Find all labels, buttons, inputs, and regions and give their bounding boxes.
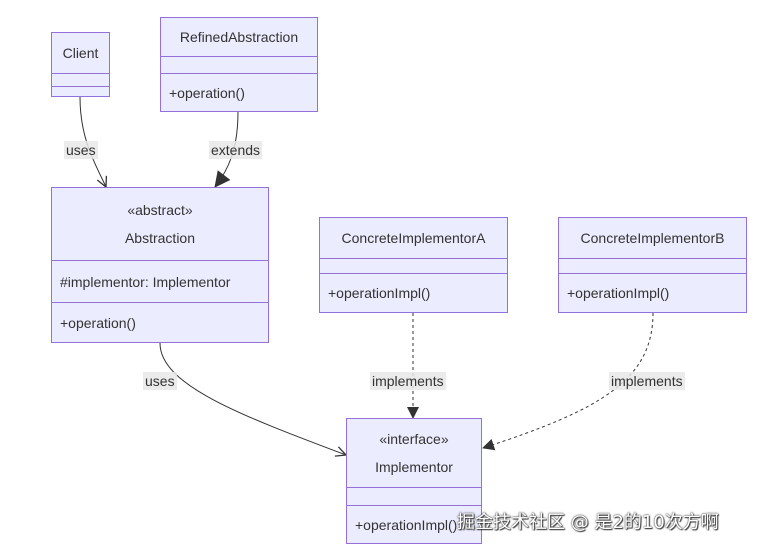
class-refined-abstraction[interactable]: RefinedAbstraction +operation() xyxy=(160,17,318,112)
class-concrete-implementor-b-attributes xyxy=(559,258,746,273)
label-abstraction-uses: uses xyxy=(143,372,177,390)
method-operation-impl: +operationImpl() xyxy=(328,285,431,301)
class-concrete-implementor-a-title: ConcreteImplementorA xyxy=(320,218,507,258)
class-abstraction-methods: +operation() xyxy=(52,302,268,342)
class-concrete-implementor-b-title: ConcreteImplementorB xyxy=(559,218,746,258)
class-client-name: Client xyxy=(62,45,99,61)
class-refined-abstraction-attributes xyxy=(161,56,317,73)
class-concrete-implementor-b[interactable]: ConcreteImplementorB +operationImpl() xyxy=(558,217,747,313)
class-abstraction[interactable]: «abstract» Abstraction #implementor: Imp… xyxy=(51,187,269,343)
class-refined-abstraction-methods: +operation() xyxy=(161,73,317,111)
class-implementor-stereotype: «interface» xyxy=(379,431,449,447)
class-concrete-implementor-a-attributes xyxy=(320,258,507,273)
class-concrete-implementor-a-methods: +operationImpl() xyxy=(320,273,507,312)
method-operation: +operation() xyxy=(169,84,245,101)
class-refined-abstraction-name: RefinedAbstraction xyxy=(179,29,299,45)
method-operation: +operation() xyxy=(60,314,136,331)
class-concrete-implementor-b-methods: +operationImpl() xyxy=(559,273,746,312)
class-abstraction-stereotype: «abstract» xyxy=(127,202,193,218)
class-implementor-attributes xyxy=(347,487,481,505)
class-implementor-name: Implementor xyxy=(375,459,453,475)
class-abstraction-name: Abstraction xyxy=(124,230,196,246)
class-client[interactable]: Client xyxy=(51,32,110,97)
class-concrete-implementor-b-name: ConcreteImplementorB xyxy=(580,230,725,246)
class-abstraction-title: «abstract» Abstraction xyxy=(52,188,268,260)
class-abstraction-attributes: #implementor: Implementor xyxy=(52,260,268,302)
edge-abstraction-implementor xyxy=(159,342,346,455)
class-concrete-implementor-a-name: ConcreteImplementorA xyxy=(341,230,486,246)
class-implementor-title: «interface» Implementor xyxy=(347,419,481,487)
class-refined-abstraction-title: RefinedAbstraction xyxy=(161,18,317,56)
class-implementor-methods: +operationImpl() xyxy=(347,505,481,543)
label-concrete-b-implements: implements xyxy=(609,372,685,390)
label-concrete-a-implements: implements xyxy=(370,372,446,390)
class-implementor[interactable]: «interface» Implementor +operationImpl() xyxy=(346,418,482,544)
label-refined-extends: extends xyxy=(209,141,263,159)
edge-concrete-b-implementor xyxy=(482,312,654,451)
method-operation-impl: +operationImpl() xyxy=(567,285,670,301)
method-operation-impl: +operationImpl() xyxy=(355,516,458,533)
watermark-text: 掘金技术社区 @ 是2的10次方啊 xyxy=(457,512,719,533)
class-client-title: Client xyxy=(52,33,109,73)
class-client-attributes xyxy=(52,73,109,86)
class-concrete-implementor-a[interactable]: ConcreteImplementorA +operationImpl() xyxy=(319,217,508,313)
label-client-uses: uses xyxy=(64,141,98,159)
class-client-methods xyxy=(52,86,109,97)
attribute-implementor: #implementor: Implementor xyxy=(60,273,231,290)
